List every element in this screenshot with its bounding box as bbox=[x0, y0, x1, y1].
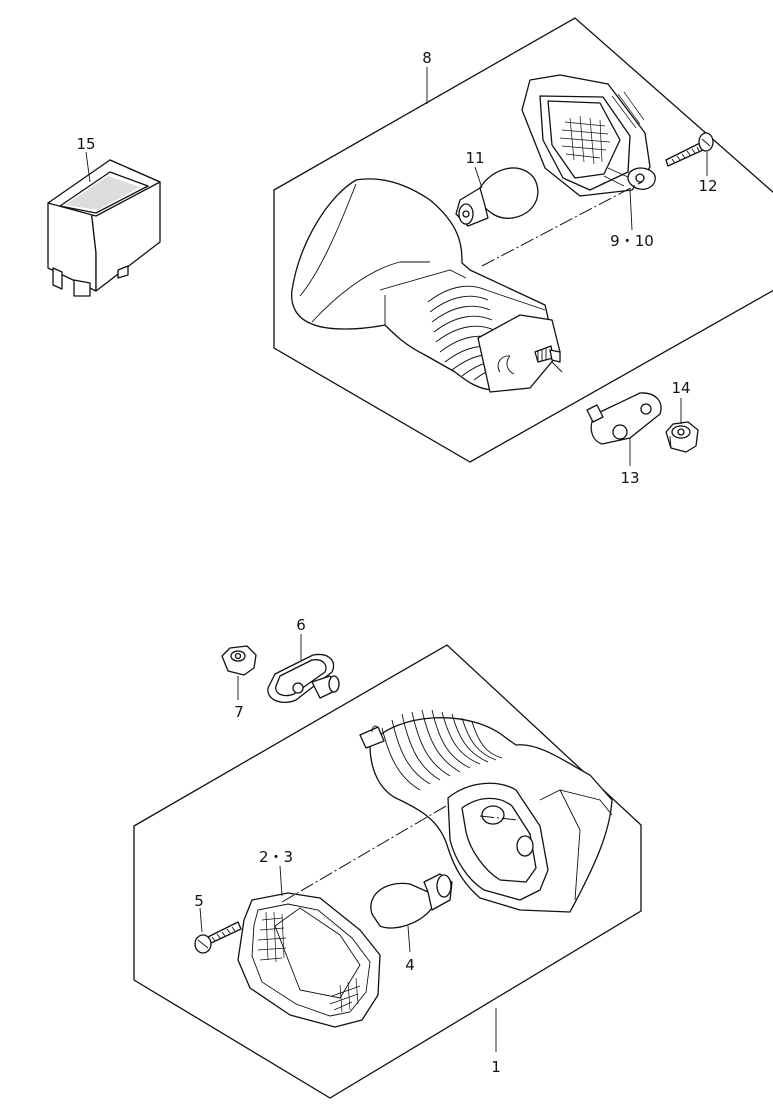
bulb-part-4 bbox=[370, 873, 453, 929]
bulb-part-11 bbox=[455, 167, 539, 227]
callout-1: 1 bbox=[491, 1058, 501, 1076]
callout-6: 6 bbox=[296, 616, 306, 634]
callout-2-3: 2・3 bbox=[259, 848, 293, 866]
nut-part-7 bbox=[221, 645, 257, 676]
callout-11: 11 bbox=[465, 149, 484, 167]
plate-part-6 bbox=[267, 653, 340, 703]
lens-part-9-10 bbox=[521, 74, 656, 197]
callout-9-10: 9・10 bbox=[610, 232, 654, 250]
callout-4: 4 bbox=[405, 956, 415, 974]
callout-15: 15 bbox=[76, 135, 95, 153]
housing-part-1 bbox=[359, 709, 613, 913]
callout-7: 7 bbox=[234, 703, 244, 721]
callout-8: 8 bbox=[422, 49, 432, 67]
callout-14: 14 bbox=[671, 379, 690, 397]
plate-part-13 bbox=[586, 392, 662, 445]
housing-part-8 bbox=[290, 178, 563, 393]
screw-part-12 bbox=[665, 132, 714, 167]
assembly-8-boundary bbox=[273, 17, 773, 463]
assembly-1-boundary bbox=[133, 644, 642, 1099]
relay-part-15 bbox=[47, 159, 161, 297]
screw-part-5 bbox=[194, 921, 242, 954]
callout-13: 13 bbox=[620, 469, 639, 487]
nut-part-14 bbox=[665, 421, 699, 453]
lens-part-2-3 bbox=[237, 892, 381, 1028]
callout-12: 12 bbox=[698, 177, 717, 195]
callout-5: 5 bbox=[194, 892, 204, 910]
